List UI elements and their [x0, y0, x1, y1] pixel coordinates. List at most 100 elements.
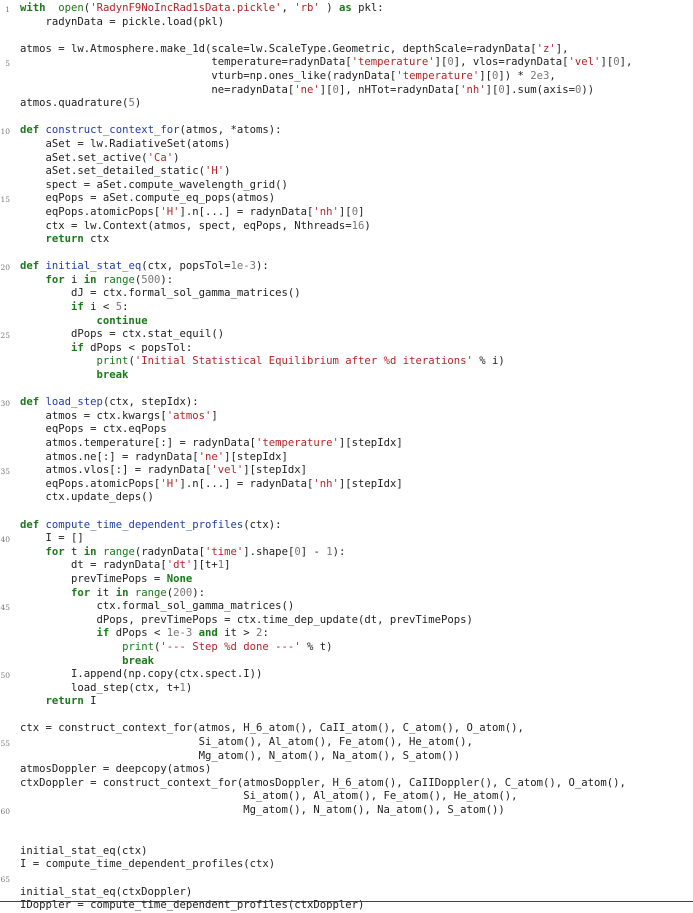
code-token: I.append(np.copy(ctx.spect.I)) — [20, 668, 263, 681]
code-line: ctx = lw.Context(atmos, spect, eqPops, N… — [0, 220, 693, 234]
line-number: 5 — [5, 59, 10, 69]
code-token: ][ — [434, 56, 448, 69]
line-number: 10 — [0, 127, 10, 137]
code-token: as — [338, 2, 352, 14]
code-line: initial_stat_eq(ctxDoppler) — [0, 886, 693, 900]
code-token: 2 — [256, 627, 263, 640]
code-token: and — [198, 627, 218, 640]
code-token: aSet = lw.RadiativeSet(atoms) — [20, 137, 231, 150]
code-token: ], vlos=radynData[ — [453, 56, 569, 69]
code-token: ): — [192, 586, 206, 599]
code-token: ) — [185, 681, 193, 694]
code-line: aSet = lw.RadiativeSet(atoms) — [0, 138, 693, 152]
code-token: 0 — [613, 56, 620, 69]
code-token: load_step — [45, 396, 103, 409]
code-line — [0, 709, 693, 723]
code-line — [0, 383, 693, 397]
code-token: initial_stat_eq — [45, 260, 142, 273]
code-token: open — [58, 2, 84, 14]
code-line: 50 I.append(np.copy(ctx.spect.I)) — [0, 668, 693, 682]
code-line: aSet.set_detailed_static('H') — [0, 165, 693, 179]
code-token: 1e-3 — [166, 627, 193, 640]
code-line: print('--- Step %d done ---' % t) — [0, 641, 693, 655]
code-token: 'temperature' — [256, 437, 339, 449]
code-token: 'temperature' — [396, 69, 480, 82]
code-token: 2e3 — [530, 69, 550, 82]
code-token: ) — [134, 97, 142, 110]
code-token: ( — [134, 273, 142, 286]
code-token: in — [83, 545, 97, 558]
code-token: return — [45, 695, 84, 708]
code-line — [0, 111, 693, 125]
code-line — [0, 247, 693, 261]
code-line: Mg_atom(), N_atom(), Na_atom(), S_atom()… — [0, 750, 693, 764]
code-line: prevTimePops = None — [0, 573, 693, 587]
line-number: 30 — [0, 399, 10, 409]
code-token: 'time' — [205, 545, 244, 558]
code-token: range — [102, 273, 135, 286]
code-token: ][stepIdx] — [338, 477, 403, 490]
code-line: ctx.update_deps() — [0, 491, 693, 505]
code-token: atmos.vlos[:] = radynData[ — [20, 464, 212, 477]
code-token: ].sum(axis= — [504, 83, 575, 96]
code-token: ] - — [300, 545, 327, 558]
code-token: 1 — [326, 545, 333, 558]
code-token: initial_stat_eq(ctx) — [20, 844, 148, 857]
code-token: if — [71, 341, 84, 354]
code-token: ][ — [485, 83, 499, 96]
code-token: dPops, prevTimePops = ctx.time_dep_updat… — [20, 613, 473, 626]
code-token — [20, 355, 97, 367]
code-token: i — [64, 273, 84, 286]
code-token: eqPops.atomicPops[ — [20, 205, 161, 218]
code-token — [20, 641, 122, 653]
code-token: 0 — [332, 83, 339, 96]
code-token: i < — [83, 301, 116, 314]
code-line: if dPops < 1e-3 and it > 2: — [0, 627, 693, 641]
code-token: 'nh' — [313, 205, 339, 218]
code-token: : — [122, 301, 129, 314]
code-line: load_step(ctx, t+1) — [0, 682, 693, 696]
code-token: break — [122, 654, 154, 667]
code-token: 'H' — [204, 165, 225, 178]
code-token: aSet.set_detailed_static( — [20, 165, 205, 178]
code-token: for — [45, 545, 65, 558]
code-token: (ctx, popsTol= — [141, 260, 231, 273]
code-token: load_step(ctx, t+ — [20, 681, 180, 694]
code-token: atmos.temperature[:] = radynData[ — [20, 437, 257, 449]
code-token: 'nh' — [460, 83, 486, 96]
code-token: break — [96, 369, 129, 382]
code-token — [20, 587, 71, 599]
code-token: 0 — [498, 83, 505, 96]
code-line: vturb=np.ones_like(radynData['temperatur… — [0, 70, 693, 84]
code-line: atmos.temperature[:] = radynData['temper… — [0, 437, 693, 451]
code-token: def — [20, 260, 40, 273]
code-token: 1 — [217, 559, 225, 572]
code-token: range — [102, 545, 135, 558]
code-token: temperature=radynData[ — [20, 56, 352, 69]
code-token: in — [115, 586, 129, 599]
code-line: for i in range(500): — [0, 274, 693, 288]
code-token: % t) — [300, 640, 333, 653]
code-token: pkl: — [351, 2, 384, 14]
code-token: print — [122, 640, 154, 653]
code-line — [0, 29, 693, 43]
code-token: : — [262, 627, 269, 640]
code-token: 'vel' — [568, 56, 601, 69]
code-token: 0 — [294, 545, 301, 558]
code-token: ne=radynData[ — [20, 83, 295, 96]
code-line: return I — [0, 695, 693, 709]
code-token: def — [20, 518, 40, 531]
code-token: it > — [217, 627, 257, 640]
code-token: dPops < popsTol: — [83, 341, 193, 354]
line-number: 60 — [0, 807, 10, 817]
code-token: 'H' — [160, 205, 180, 218]
code-token: ][stepIdx] — [224, 450, 288, 463]
code-token: atmosDoppler = deepcopy(atmos) — [20, 763, 212, 776]
code-token: Mg_atom(), N_atom(), Na_atom(), S_atom()… — [20, 749, 461, 762]
code-token — [20, 233, 46, 245]
line-number: 65 — [0, 875, 10, 884]
code-token: if — [71, 301, 84, 314]
code-token: ], nHTot=radynData[ — [338, 83, 461, 96]
